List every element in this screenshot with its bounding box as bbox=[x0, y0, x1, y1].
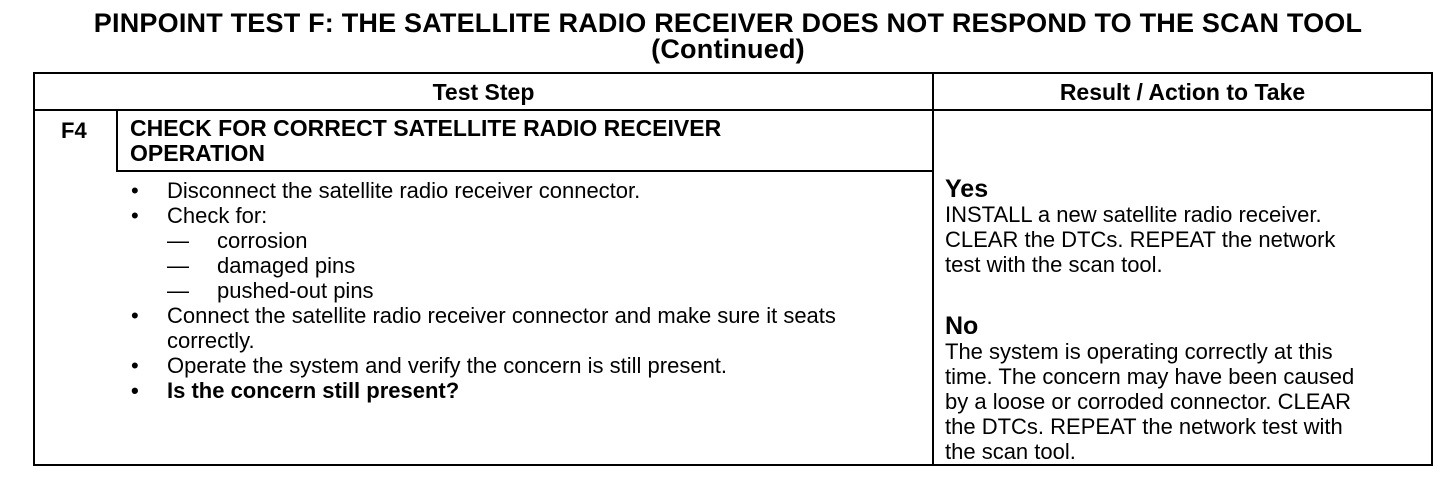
sub-list-item-text: pushed-out pins bbox=[217, 278, 374, 303]
list-item: • Check for: — corrosion — damaged pins … bbox=[125, 203, 895, 303]
result-yes-line-2: CLEAR the DTCs. REPEAT the network bbox=[945, 227, 1336, 252]
bullet-glyph: • bbox=[131, 353, 139, 378]
pinpoint-test-table: Test Step Result / Action to Take F4 CHE… bbox=[33, 72, 1433, 466]
result-yes: Yes INSTALL a new satellite radio receiv… bbox=[945, 176, 1425, 277]
list-item: • Is the concern still present? bbox=[125, 378, 895, 403]
step-instructions-list: • Disconnect the satellite radio receive… bbox=[125, 178, 895, 403]
header-result-action: Result / Action to Take bbox=[1059, 79, 1306, 105]
result-no-line-3: by a loose or corroded connector. CLEAR bbox=[945, 389, 1352, 414]
list-item: • Connect the satellite radio receiver c… bbox=[125, 303, 895, 353]
dash-glyph: — bbox=[167, 228, 189, 253]
result-no-line-5: the scan tool. bbox=[945, 439, 1076, 464]
list-item-text: Check for: bbox=[167, 203, 268, 228]
step-heading-line-1: CHECK FOR CORRECT SATELLITE RADIO RECEIV… bbox=[130, 115, 722, 141]
list-item-text: Is the concern still present? bbox=[167, 378, 460, 403]
sub-list-item: — damaged pins bbox=[167, 253, 895, 278]
step-heading: CHECK FOR CORRECT SATELLITE RADIO RECEIV… bbox=[130, 116, 920, 166]
step-id: F4 bbox=[61, 118, 87, 143]
result-yes-label: Yes bbox=[945, 175, 989, 203]
result-no-line-1: The system is operating correctly at thi… bbox=[945, 339, 1333, 364]
bullet-glyph: • bbox=[131, 203, 139, 228]
check-for-sublist: — corrosion — damaged pins — pushed-out … bbox=[167, 228, 895, 303]
document-subtitle: (Continued) bbox=[651, 34, 805, 64]
dash-glyph: — bbox=[167, 253, 189, 278]
step-id-divider bbox=[116, 111, 118, 172]
list-item-text: Operate the system and verify the concer… bbox=[167, 353, 728, 378]
bullet-glyph: • bbox=[131, 178, 139, 203]
list-item: • Operate the system and verify the conc… bbox=[125, 353, 895, 378]
result-no: No The system is operating correctly at … bbox=[945, 313, 1425, 464]
list-item-text: Connect the satellite radio receiver con… bbox=[167, 303, 836, 353]
document-title: PINPOINT TEST F: THE SATELLITE RADIO REC… bbox=[93, 8, 1363, 38]
bullet-glyph: • bbox=[131, 378, 139, 403]
header-test-step: Test Step bbox=[432, 79, 535, 105]
step-heading-divider bbox=[116, 170, 932, 172]
column-divider bbox=[932, 74, 934, 464]
sub-list-item: — pushed-out pins bbox=[167, 278, 895, 303]
list-item-text: Disconnect the satellite radio receiver … bbox=[167, 178, 641, 203]
list-item: • Disconnect the satellite radio receive… bbox=[125, 178, 895, 203]
step-heading-line-2: OPERATION bbox=[130, 140, 266, 166]
result-no-line-2: time. The concern may have been caused bbox=[945, 364, 1355, 389]
result-no-line-4: the DTCs. REPEAT the network test with bbox=[945, 414, 1343, 439]
result-no-label: No bbox=[945, 312, 979, 340]
bullet-glyph: • bbox=[131, 303, 139, 328]
result-yes-line-1: INSTALL a new satellite radio receiver. bbox=[945, 202, 1322, 227]
sub-list-item-text: corrosion bbox=[217, 228, 308, 253]
header-divider bbox=[35, 109, 1431, 111]
result-yes-line-3: test with the scan tool. bbox=[945, 252, 1163, 277]
sub-list-item: — corrosion bbox=[167, 228, 895, 253]
dash-glyph: — bbox=[167, 278, 189, 303]
sub-list-item-text: damaged pins bbox=[217, 253, 356, 278]
